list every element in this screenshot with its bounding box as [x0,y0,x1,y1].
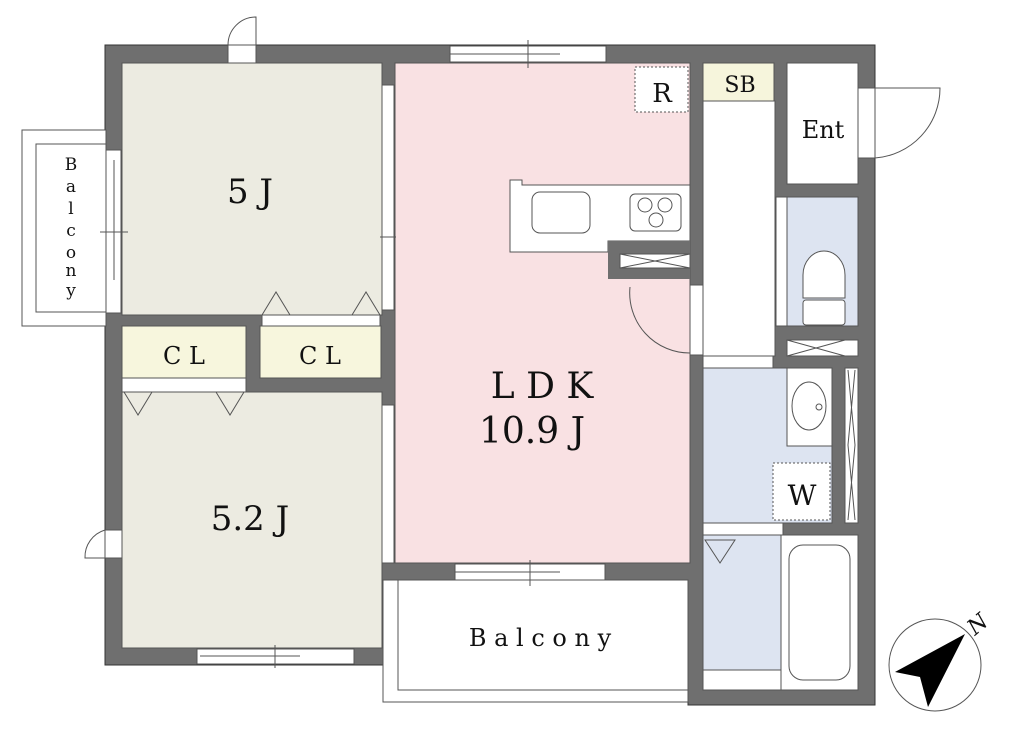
bath-dressing [702,534,782,691]
label-entrance: Ent [802,116,845,144]
label-balcony-bottom: B a l c o n y [469,624,612,652]
balcony-letter: c [66,221,76,241]
balcony-letter: y [65,281,76,301]
label-washer: W [788,479,817,512]
balcony-bottom [382,579,689,703]
room-5j [121,62,383,316]
toilet-icon [802,250,846,326]
washer-box [772,462,831,521]
storage-x-2 [844,367,859,524]
room-5-2j [121,391,383,649]
storage-x-1 [786,339,859,357]
label-closet-1: C L [163,342,205,370]
bathtub-icon [788,544,851,681]
label-ldk: L D K [491,366,595,407]
shoe-box [702,62,775,102]
label-bedroom-5j: 5 J [227,172,273,212]
closet-1 [121,325,247,379]
room-ldk [394,62,691,564]
doors [84,16,941,559]
balcony-left [21,129,107,327]
label-shoe-box: SB [724,73,755,98]
hallway [702,100,776,357]
label-closet-2: C L [299,342,341,370]
closet-2 [259,325,382,379]
door-swing [629,286,691,354]
balcony-letter: o [66,243,76,263]
balcony-letter: B [65,155,78,175]
balcony-letter: n [66,261,77,281]
sink-icon [531,191,591,234]
bath-step [702,669,782,691]
stove-icon [629,193,682,232]
label-ldk-size: 10.9 J [479,411,585,452]
balcony-letter: l [68,199,73,219]
entrance [786,62,859,185]
compass-icon: N [888,609,994,712]
washbasin-icon [786,367,833,447]
label-balcony-left: B a l c o n y [65,155,78,301]
balcony-letter: a [66,177,76,197]
fridge-box [634,66,689,113]
windows [100,40,788,668]
label-refrigerator: R [652,79,673,109]
kitchen-counter [509,179,691,279]
label-bedroom-5-2j: 5.2 J [211,499,290,539]
